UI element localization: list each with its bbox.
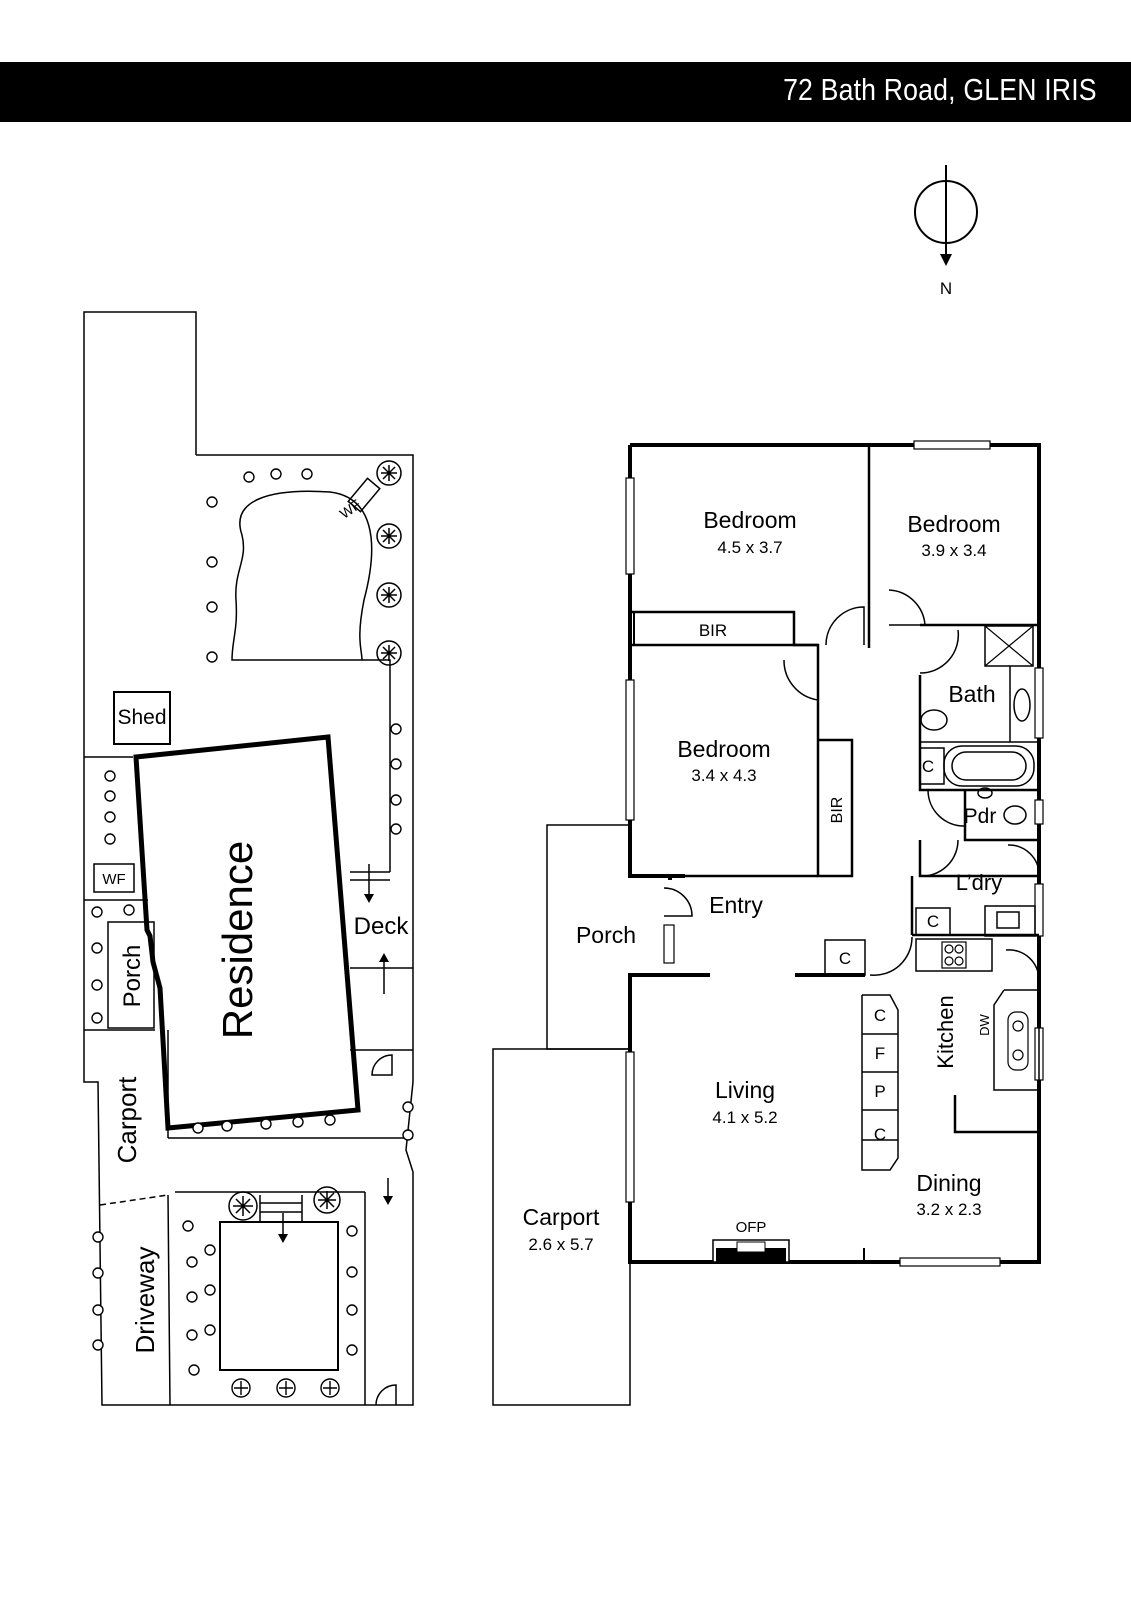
site-porch-label: Porch <box>119 945 146 1008</box>
carport-name: Carport <box>523 1204 600 1230</box>
living-cupboard-label: C <box>839 949 851 968</box>
tree-icon <box>276 1378 296 1398</box>
tree-icon <box>376 460 402 486</box>
bedroom2-size: 3.9 x 3.4 <box>921 541 986 560</box>
toilet-icon <box>920 709 948 731</box>
tree-icon <box>313 1186 341 1214</box>
pdr-label: Pdr <box>964 805 997 828</box>
residence-label: Residence <box>214 841 261 1039</box>
tree-icon <box>228 1191 258 1221</box>
joinery-c2-label: C <box>874 1125 886 1144</box>
north-compass-icon <box>914 165 978 266</box>
floor-plan <box>492 440 1044 1406</box>
site-boundary <box>83 311 414 1406</box>
porch-label: Porch <box>576 922 636 948</box>
shower <box>984 625 1034 667</box>
bedroom2-name: Bedroom <box>907 511 1000 537</box>
cfpc-joinery <box>861 994 899 1171</box>
pdr-toilet-icon <box>1003 805 1027 825</box>
tree-icon <box>376 582 402 608</box>
bedroom3-name: Bedroom <box>677 736 770 762</box>
residence-outline <box>133 734 361 1131</box>
wf-side-box <box>93 863 135 893</box>
bedroom1-name: Bedroom <box>703 507 796 533</box>
carport-size: 2.6 x 5.7 <box>528 1235 593 1254</box>
dining-size: 3.2 x 2.3 <box>916 1200 981 1219</box>
garden-bed <box>231 490 373 661</box>
wf-top-box <box>347 477 381 513</box>
bir-top-label: BIR <box>699 621 727 640</box>
compass-north-label: N <box>940 279 952 298</box>
shed <box>113 691 171 745</box>
tree-icons-small <box>231 1378 340 1398</box>
bathtub <box>943 745 1035 787</box>
tree-icon <box>376 523 402 549</box>
windows <box>625 440 1044 1267</box>
site-plan <box>83 311 414 1406</box>
living-name: Living <box>715 1077 775 1103</box>
property-address: 72 Bath Road, GLEN IRIS <box>783 72 1097 107</box>
dining-name: Dining <box>916 1170 981 1196</box>
fridge-label: F <box>875 1044 885 1063</box>
shed-label: Shed <box>117 706 166 729</box>
pool <box>219 1221 339 1371</box>
joinery-c1-label: C <box>874 1006 886 1025</box>
bath-label: Bath <box>948 681 995 707</box>
dishwasher-label: DW <box>977 1013 992 1035</box>
outer-wall <box>628 443 1041 1264</box>
tree-icon <box>376 640 402 666</box>
site-carport-label: Carport <box>112 1076 142 1163</box>
ofp-label: OFP <box>736 1219 767 1236</box>
pantry-label: P <box>874 1082 885 1101</box>
tree-icons <box>228 460 402 1221</box>
wf-side-label: WF <box>102 871 125 888</box>
bedroom1-size: 4.5 x 3.7 <box>717 538 782 557</box>
living-size: 4.1 x 5.2 <box>712 1108 777 1127</box>
tree-icon <box>231 1378 251 1398</box>
tree-icon <box>320 1378 340 1398</box>
wf-top-label: WF <box>337 496 364 522</box>
deck-label: Deck <box>354 913 410 940</box>
bedroom3-size: 3.4 x 4.3 <box>691 766 756 785</box>
bir-side-label: BIR <box>829 797 846 824</box>
laundry-label: L’dry <box>956 870 1002 895</box>
shrub-icons <box>91 468 414 1376</box>
entry-label: Entry <box>709 892 763 918</box>
kitchen-label: Kitchen <box>933 995 958 1068</box>
laundry-cupboard-label: C <box>927 912 939 931</box>
carport-outline <box>492 1048 631 1406</box>
basin-icon <box>1013 688 1031 722</box>
bath-cupboard-label: C <box>922 757 934 776</box>
driveway-label: Driveway <box>130 1247 160 1354</box>
header-banner: 72 Bath Road, GLEN IRIS <box>0 62 1131 122</box>
